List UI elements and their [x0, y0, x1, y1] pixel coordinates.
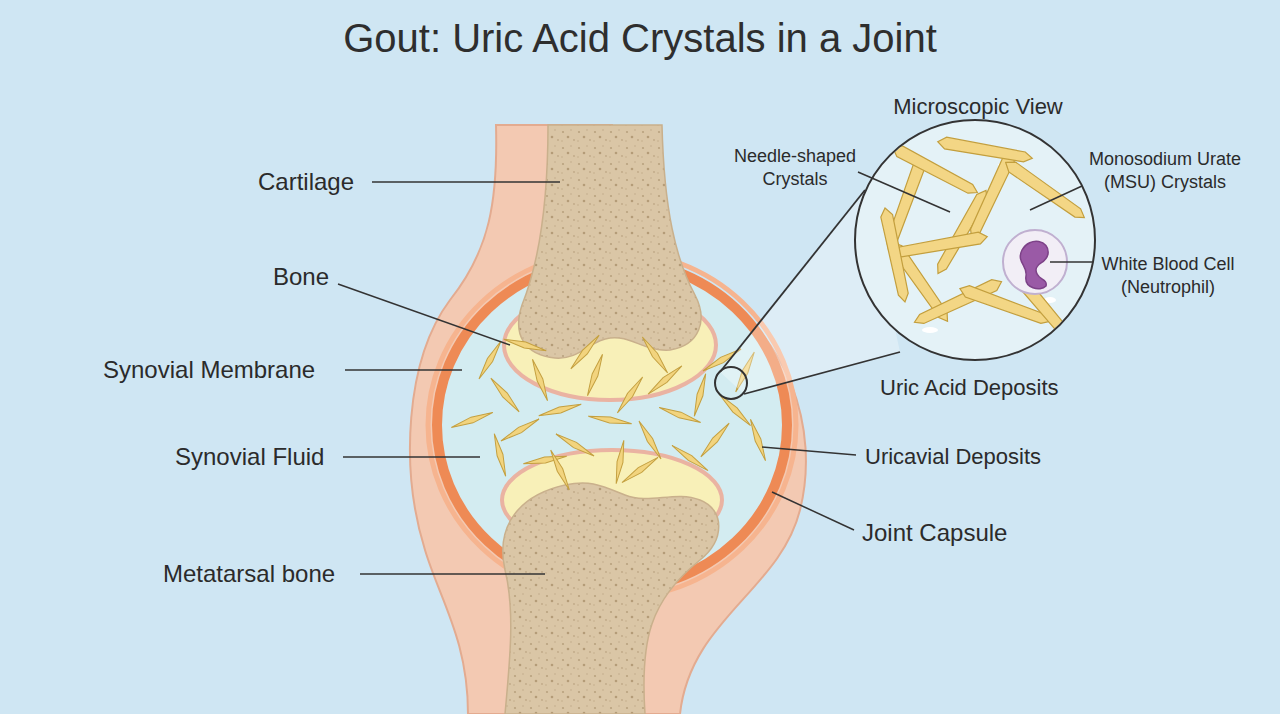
part-label: Cartilage [258, 167, 354, 197]
microscope-view [855, 120, 1095, 360]
upper-bone [519, 125, 701, 358]
part-label: Synovial Membrane [103, 355, 315, 385]
microscope-crystals [879, 136, 1088, 356]
part-label: Microscopic View [848, 93, 1108, 121]
urate-crystals [450, 333, 768, 491]
metatarsal-bone [503, 483, 719, 714]
zoom-line [744, 352, 900, 394]
zoom-marker [715, 367, 747, 399]
part-label: Joint Capsule [862, 518, 1007, 548]
diagram-title: Gout: Uric Acid Crystals in a Joint [0, 13, 1280, 63]
part-label: White Blood Cell (Neutrophil) [1093, 253, 1243, 298]
part-label: Needle-shaped Crystals [715, 145, 875, 190]
part-label: Monosodium Urate (MSU) Crystals [1070, 148, 1260, 193]
part-label: Synovial Fluid [175, 442, 324, 472]
leader-lines [338, 172, 1092, 574]
part-label: Uricavial Deposits [865, 443, 1041, 471]
part-label: Metatarsal bone [163, 559, 335, 589]
part-label: Bone [273, 262, 329, 292]
zoom-line [720, 190, 865, 372]
soft-tissue [410, 125, 806, 714]
microscope-border [855, 120, 1095, 360]
part-label: Uric Acid Deposits [880, 374, 1059, 402]
